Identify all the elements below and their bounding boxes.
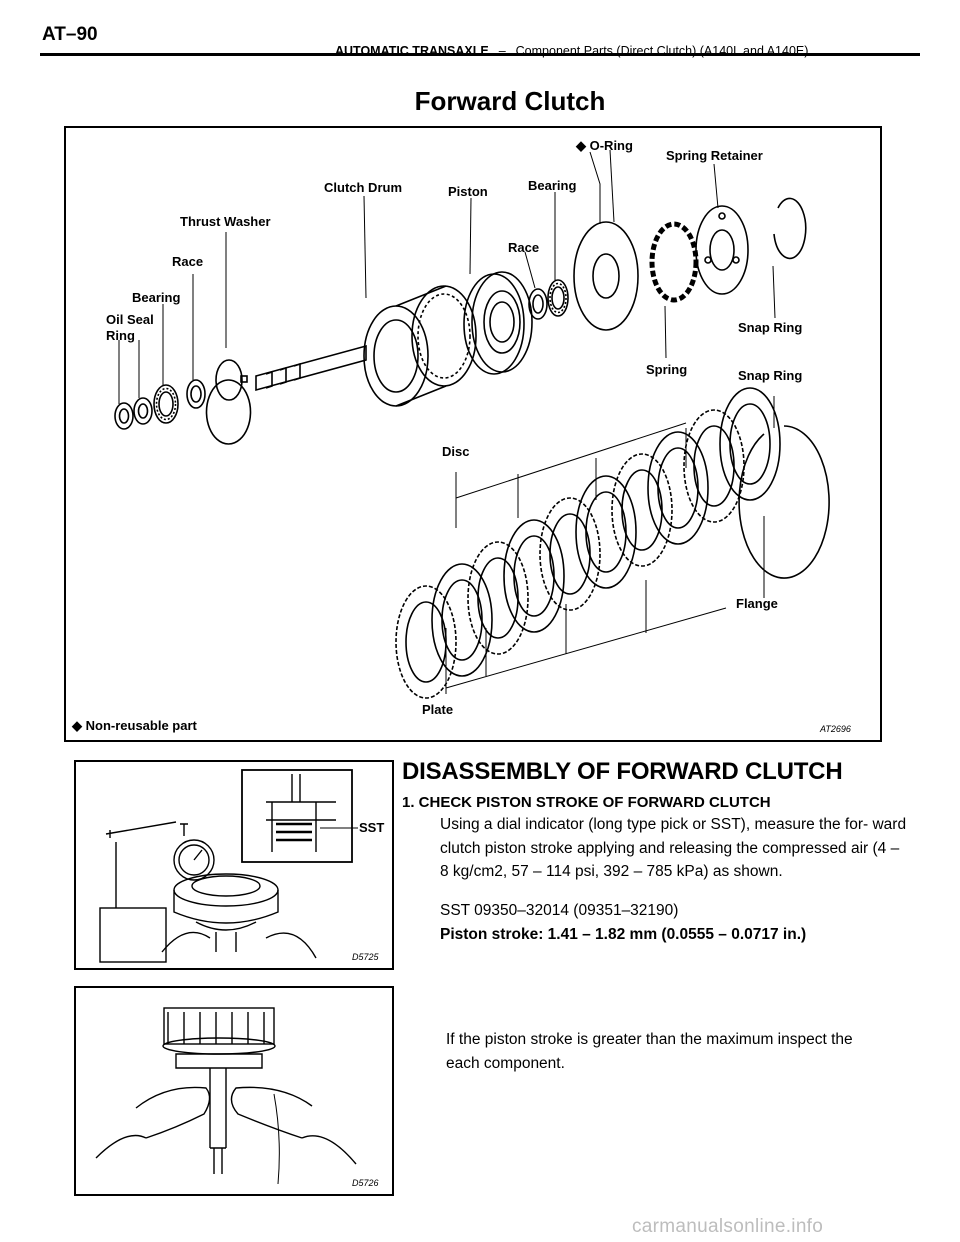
inspection-note: If the piston stroke is greater than the…: [446, 1031, 853, 1072]
clutch-pack-discs-plates: [395, 387, 781, 699]
clutch-plate-2-outer: [467, 541, 529, 655]
page-number: AT–90: [42, 24, 98, 45]
compressed-air-figure: D5726: [74, 986, 394, 1196]
clutch-disc-7-inner: [657, 447, 699, 529]
clutch-disc-9-outer: [719, 387, 781, 501]
clutch-disc-3-inner: [513, 535, 555, 617]
clutch-plate-8-inner: [693, 425, 735, 507]
label-clutch-drum: Clutch Drum: [324, 180, 402, 195]
label-bearing-top: Bearing: [528, 178, 576, 193]
label-non-reusable: ◆ Non-reusable part: [71, 718, 198, 733]
label-race-left: Race: [172, 254, 203, 269]
label-flange: Flange: [736, 596, 778, 611]
clutch-disc-3-outer: [503, 519, 565, 633]
clutch-plate-0-inner: [405, 601, 447, 683]
clutch-disc-5-outer: [575, 475, 637, 589]
clutch-disc-9-inner: [729, 403, 771, 485]
clutch-disc-1-outer: [431, 563, 493, 677]
figure-code-main: AT2696: [819, 724, 851, 734]
figure-code-stroke: D5725: [352, 952, 380, 962]
label-plate: Plate: [422, 702, 453, 717]
clutch-plate-6-inner: [621, 469, 663, 551]
clutch-plate-4-inner: [549, 513, 591, 595]
label-spring: Spring: [646, 362, 687, 377]
step-1-heading: 1. CHECK PISTON STROKE OF FORWARD CLUTCH: [402, 794, 771, 811]
piston-stroke-spec: Piston stroke: 1.41 – 1.82 mm (0.0555 – …: [440, 926, 807, 943]
label-snap-ring-2: Snap Ring: [738, 368, 802, 383]
section-heading: DISASSEMBLY OF FORWARD CLUTCH: [402, 758, 843, 785]
label-oil-seal: Oil Seal: [106, 312, 154, 327]
step-1-text: Using a dial indicator (long type pick o…: [440, 816, 907, 880]
forward-clutch-exploded-diagram: ◆ O-Ring Spring Retainer Clutch Drum Pis…: [64, 126, 882, 742]
clutch-plate-4-outer: [539, 497, 601, 611]
watermark: carmanualsonline.info: [632, 1216, 824, 1237]
clutch-disc-1-inner: [441, 579, 483, 661]
label-o-ring: ◆ O-Ring: [575, 138, 633, 153]
label-snap-ring-1: Snap Ring: [738, 320, 802, 335]
header-separator: –: [498, 44, 506, 58]
label-bearing-left: Bearing: [132, 290, 180, 305]
label-piston: Piston: [448, 184, 488, 199]
header-rule: [40, 53, 920, 56]
label-ring: Ring: [106, 328, 135, 343]
figure-code-air: D5726: [352, 1178, 379, 1188]
label-thrust-washer: Thrust Washer: [180, 214, 271, 229]
page-title: Forward Clutch: [414, 86, 606, 116]
clutch-disc-7-outer: [647, 431, 709, 545]
piston-stroke-measurement-figure: SST D5725: [74, 760, 394, 970]
clutch-plate-6-outer: [611, 453, 673, 567]
label-sst: SST: [359, 820, 384, 835]
label-race-mid: Race: [508, 240, 539, 255]
label-disc: Disc: [442, 444, 469, 459]
label-spring-retainer: Spring Retainer: [666, 148, 763, 163]
sst-number: SST 09350–32014 (09351–32190): [440, 902, 679, 919]
clutch-disc-5-inner: [585, 491, 627, 573]
clutch-plate-0-outer: [395, 585, 457, 699]
clutch-plate-2-inner: [477, 557, 519, 639]
